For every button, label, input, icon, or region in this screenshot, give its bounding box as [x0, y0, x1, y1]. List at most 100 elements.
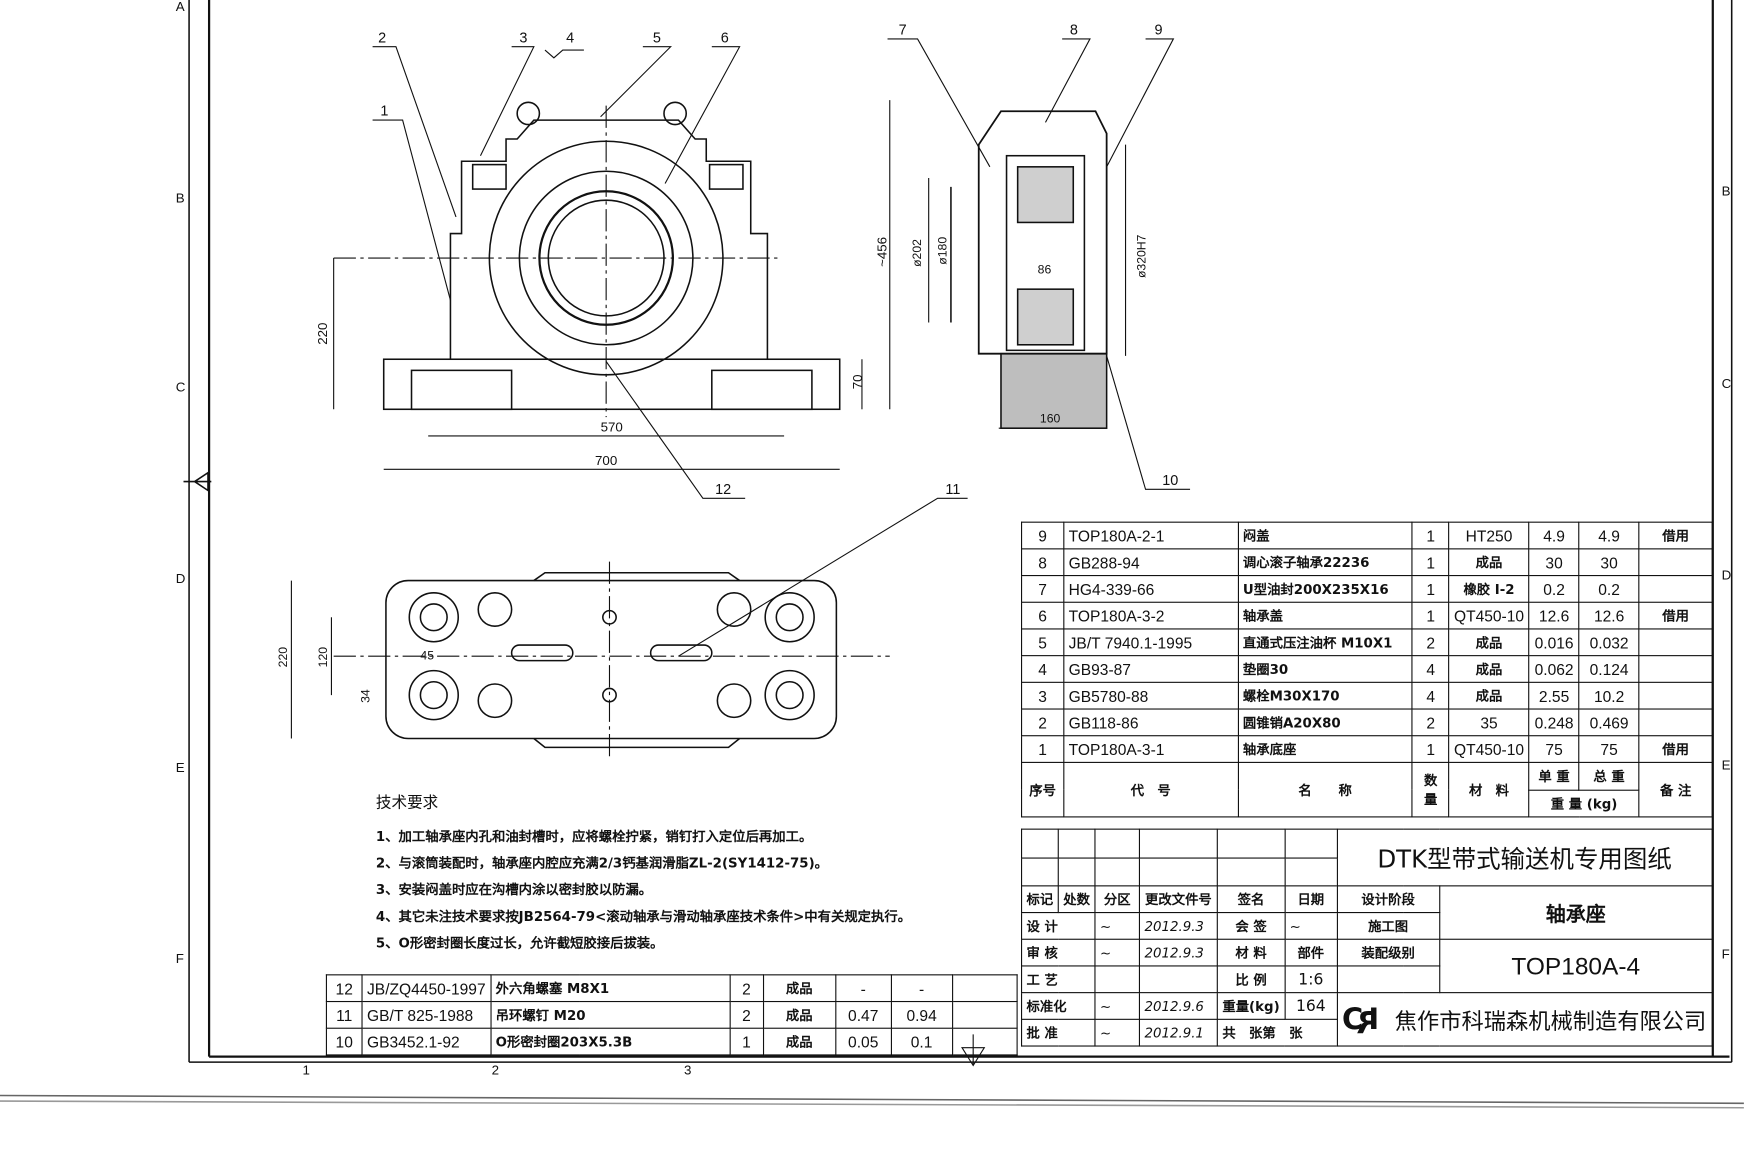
parts-cell-qty: 4	[1411, 681, 1450, 710]
dim-side-160: 160	[1040, 412, 1061, 426]
header-name: 名 称	[1237, 761, 1413, 818]
grid-bottom-3: 3	[684, 1062, 691, 1077]
part-name: 轴承座	[1438, 885, 1713, 940]
dim-plan-120: 120	[316, 647, 330, 668]
callout-10: 10	[1162, 473, 1178, 489]
callout-12: 12	[715, 482, 731, 498]
title-block-table: DTK型带式输送机专用图纸 标记 处数 分区 更改文件号 签名 日期 设计阶段 …	[1020, 828, 1713, 1047]
parts-cell-note: 借用	[1638, 601, 1713, 630]
process-label: 工 艺	[1020, 965, 1096, 994]
grid-right-f: F	[1722, 947, 1730, 962]
parts-cell-total: 75	[1578, 735, 1640, 763]
parts-cell-total: 0.2	[1578, 575, 1640, 603]
parts2-cell-code: GB/T 825-1988	[361, 1000, 492, 1029]
parts-cell-total: 4.9	[1578, 521, 1640, 550]
parts-cell-code: GB5780-88	[1063, 681, 1239, 710]
grid-left-e: E	[176, 760, 185, 775]
parts-cell-mat: 35	[1448, 708, 1530, 737]
parts-cell-mat: HT250	[1448, 521, 1530, 550]
countersign-label: 会 签	[1216, 912, 1286, 940]
parts-cell-qty: 4	[1411, 655, 1450, 683]
callout-7: 7	[899, 22, 907, 38]
parts-cell-note: 借用	[1638, 735, 1713, 763]
sheet-count: 共 张第 张	[1216, 1018, 1338, 1047]
parts-cell-code: GB93-87	[1063, 655, 1239, 683]
company-name: 焦作市科瑞森机械制造有限公司	[1394, 1007, 1707, 1034]
weight-label: 重量(kg)	[1216, 992, 1286, 1020]
parts-cell-code: TOP180A-2-1	[1063, 521, 1239, 550]
grid-left-c: C	[176, 379, 186, 394]
callout-2: 2	[378, 30, 386, 46]
project-title: DTK型带式输送机专用图纸	[1336, 828, 1713, 887]
parts2-cell-mat: 成品	[762, 974, 836, 1003]
parts-cell-mat: 成品	[1448, 681, 1530, 710]
parts-cell-no: 2	[1021, 708, 1065, 737]
parts-cell-mat: 成品	[1448, 628, 1530, 657]
grid-left-a: A	[176, 0, 185, 14]
callout-11: 11	[945, 482, 960, 498]
parts-cell-note	[1638, 681, 1713, 710]
h-sign: 签名	[1216, 885, 1286, 914]
grid-left-b: B	[176, 190, 185, 205]
parts-cell-code: GB118-86	[1063, 708, 1239, 737]
dim-plan-34: 34	[358, 689, 372, 703]
technical-requirements: 技术要求 1、加工轴承座内孔和油封槽时，应将螺栓拧紧，销钉打入定位后再加工。 2…	[376, 790, 911, 957]
parts2-cell-qty: 1	[729, 1027, 764, 1056]
parts-cell-name: 直通式压注油杯 M10X1	[1237, 628, 1413, 657]
parts2-cell-total: -	[890, 974, 953, 1003]
tech-item: 3、安装闷盖时应在沟槽内涂以密封胶以防漏。	[375, 881, 653, 898]
parts-cell-qty: 1	[1411, 548, 1450, 577]
parts-cell-no: 4	[1021, 655, 1065, 683]
tech-item: 1、加工轴承座内孔和油封槽时，应将螺栓拧紧，销钉打入定位后再加工。	[375, 828, 813, 845]
design-stage-label: 设计阶段	[1336, 885, 1440, 914]
header-no: 序号	[1021, 761, 1065, 818]
header-code: 代 号	[1063, 761, 1239, 818]
weight-value: 164	[1284, 992, 1338, 1020]
company-cell: CƦ 焦作市科瑞森机械制造有限公司	[1336, 992, 1713, 1047]
parts-cell-note: 借用	[1638, 521, 1713, 550]
design-signature: ~	[1094, 912, 1141, 940]
parts-cell-no: 3	[1021, 681, 1065, 710]
grid-left-d: D	[176, 571, 186, 586]
grid-right-b: B	[1722, 184, 1731, 199]
h-date: 日期	[1284, 885, 1338, 914]
tech-item: 4、其它未注技术要求按JB2564-79<滚动轴承与滑动轴承座技术条件>中有关规…	[375, 908, 912, 925]
parts-cell-total: 30	[1578, 548, 1640, 577]
tech-item: 2、与滚筒装配时，轴承座内腔应充满2/3钙基润滑脂ZL-2(SY1412-75)…	[375, 855, 829, 871]
parts2-cell-code: GB3452.1-92	[361, 1027, 492, 1056]
parts-cell-no: 6	[1021, 601, 1065, 630]
parts-cell-qty: 1	[1411, 601, 1450, 630]
approve-signature: ~	[1094, 1018, 1141, 1047]
parts2-cell-note	[951, 1000, 1018, 1029]
parts-cell-no: 1	[1021, 735, 1065, 763]
dim-front-220: 220	[315, 323, 330, 345]
grid-bottom-2: 2	[492, 1062, 499, 1077]
parts2-cell-total: 0.94	[890, 1000, 953, 1029]
parts-cell-no: 9	[1021, 521, 1065, 550]
front-view	[333, 100, 891, 470]
grid-right-e: E	[1722, 758, 1731, 773]
parts-cell-mat: 成品	[1448, 655, 1530, 683]
parts-cell-no: 7	[1021, 575, 1065, 603]
grid-bottom-1: 1	[303, 1062, 310, 1077]
callout-8: 8	[1070, 22, 1078, 38]
parts-cell-total: 0.032	[1578, 628, 1640, 657]
std-label: 标准化	[1020, 992, 1096, 1020]
grid-right-c: C	[1722, 376, 1732, 391]
dim-side-180: ø180	[935, 237, 949, 265]
parts2-cell-code: JB/ZQ4450-1997	[361, 974, 492, 1003]
material-value: 部件	[1284, 938, 1338, 967]
parts-cell-name: 轴承盖	[1237, 601, 1413, 630]
frame	[0, 0, 1744, 1109]
parts-cell-name: 螺栓M30X170	[1237, 681, 1413, 710]
parts-cell-qty: 2	[1411, 708, 1450, 737]
parts-cell-unit: 0.062	[1528, 655, 1580, 683]
h-mark: 标记	[1020, 885, 1059, 914]
parts-cell-code: TOP180A-3-1	[1063, 735, 1239, 763]
check-date: 2012.9.3	[1138, 938, 1218, 967]
parts-cell-unit: 0.2	[1528, 575, 1580, 603]
